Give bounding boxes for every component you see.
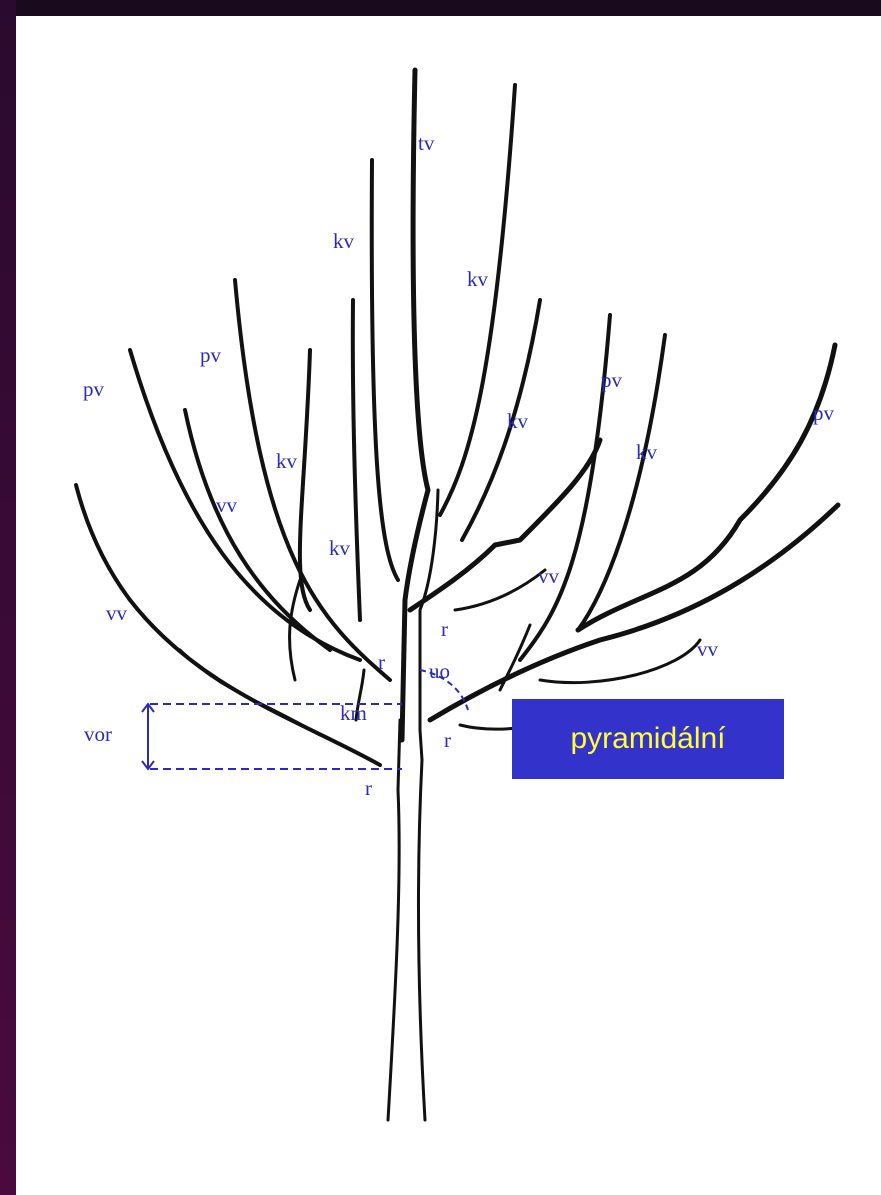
- label-uo: uo: [429, 659, 450, 683]
- label-vv: vv: [697, 637, 719, 661]
- crown-type-label: pyramidální: [570, 722, 726, 755]
- label-vv: vv: [106, 601, 128, 625]
- label-r: r: [365, 776, 372, 800]
- label-vv: vv: [538, 564, 560, 588]
- label-r: r: [444, 728, 451, 752]
- label-kv: kv: [636, 440, 658, 464]
- label-r: r: [441, 617, 448, 641]
- label-pv: pv: [813, 401, 835, 425]
- branch-kv-left: [369, 158, 400, 582]
- branch-vv-far-right: [427, 502, 841, 723]
- branch-pv-left: [233, 278, 392, 682]
- label-vor: vor: [84, 722, 112, 746]
- label-kv: kv: [329, 536, 351, 560]
- label-kv: kv: [333, 229, 355, 253]
- label-kv: kv: [276, 449, 298, 473]
- leader: [399, 67, 431, 743]
- branch-pv-far-right: [575, 342, 838, 633]
- label-km: km: [340, 701, 367, 725]
- label-r: r: [378, 650, 385, 674]
- label-pv: pv: [601, 368, 623, 392]
- label-tv: tv: [418, 131, 435, 155]
- label-kv: kv: [507, 409, 529, 433]
- slide-frame: [0, 0, 16, 1195]
- branch-pv-right: [518, 313, 612, 662]
- trunk: [386, 718, 427, 1122]
- label-pv: pv: [200, 343, 222, 367]
- label-kv: kv: [467, 267, 489, 291]
- crown-type-badge: pyramidální: [512, 699, 784, 779]
- diagram-canvas: [16, 16, 881, 1195]
- uo-angle-arc: [419, 669, 469, 711]
- vor-dimension: [141, 702, 402, 771]
- label-pv: pv: [83, 377, 105, 401]
- branch-vv-right-mid: [407, 437, 603, 613]
- label-vv: vv: [216, 493, 238, 517]
- branch-kv-right-top: [438, 83, 517, 517]
